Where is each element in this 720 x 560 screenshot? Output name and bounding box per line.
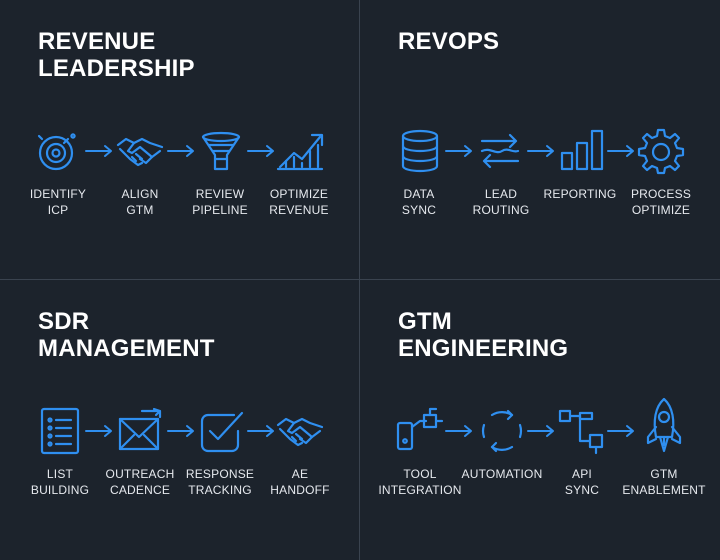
flow-arrow: [84, 424, 114, 438]
quadrant-title: GTM ENGINEERING: [398, 308, 569, 362]
quadrant-gtm-engineering: GTM ENGINEERING: [360, 280, 720, 560]
step-label: AE HANDOFF: [270, 467, 330, 497]
flow-arrow: [166, 144, 196, 158]
step-label: GTM ENABLEMENT: [622, 467, 706, 497]
flow-arrow: [246, 144, 276, 158]
quadrant-title: REVENUE LEADERSHIP: [38, 28, 195, 82]
step-label: REVIEW PIPELINE: [192, 187, 248, 217]
vertical-divider: [359, 0, 360, 560]
step-label: LIST BUILDING: [30, 467, 90, 497]
step-label: AUTOMATION: [461, 467, 543, 481]
step-label: OPTIMIZE REVENUE: [269, 187, 329, 217]
step-label: REPORTING: [543, 187, 617, 201]
list-icon: [36, 407, 84, 455]
growth-chart-icon: [276, 127, 324, 175]
database-icon: [396, 127, 444, 175]
flow-arrow: [166, 424, 196, 438]
rocket-icon: [640, 397, 688, 455]
tools-icon: [396, 407, 444, 455]
target-icon: [34, 127, 82, 175]
quadrant-revops: REVOPS: [360, 0, 720, 280]
horizontal-divider: [0, 279, 720, 280]
step-label: PROCESS OPTIMIZE: [630, 187, 692, 217]
quadrant-revenue-leadership: REVENUE LEADERSHIP: [0, 0, 360, 280]
flow-arrow: [444, 424, 474, 438]
envelope-send-icon: [116, 407, 164, 455]
swap-arrows-icon: [476, 127, 524, 175]
quadrant-sdr-management: SDR MANAGEMENT: [0, 280, 360, 560]
step-label: ALIGN GTM: [121, 187, 159, 217]
flow-arrow: [526, 424, 556, 438]
flow-arrow: [84, 144, 114, 158]
flow-arrow: [606, 144, 636, 158]
cycle-icon: [478, 407, 526, 455]
quadrant-title: REVOPS: [398, 28, 500, 55]
handshake-icon: [276, 407, 324, 455]
funnel-icon: [197, 127, 245, 175]
bar-chart-icon: [558, 127, 606, 175]
pipe-connector-icon: [558, 407, 606, 455]
checkbox-icon: [198, 407, 246, 455]
step-label: IDENTIFY ICP: [29, 187, 87, 217]
step-label: RESPONSE TRACKING: [185, 467, 255, 497]
step-label: DATA SYNC: [401, 187, 437, 217]
gear-icon: [637, 127, 685, 175]
flow-arrow: [526, 144, 556, 158]
step-label: LEAD ROUTING: [472, 187, 530, 217]
step-label: TOOL INTEGRATION: [378, 467, 462, 497]
handshake-icon: [116, 127, 164, 175]
flow-arrow: [444, 144, 474, 158]
flow-arrow: [246, 424, 276, 438]
step-label: OUTREACH CADENCE: [105, 467, 175, 497]
step-label: API SYNC: [564, 467, 600, 497]
quadrant-title: SDR MANAGEMENT: [38, 308, 215, 362]
flow-arrow: [606, 424, 636, 438]
